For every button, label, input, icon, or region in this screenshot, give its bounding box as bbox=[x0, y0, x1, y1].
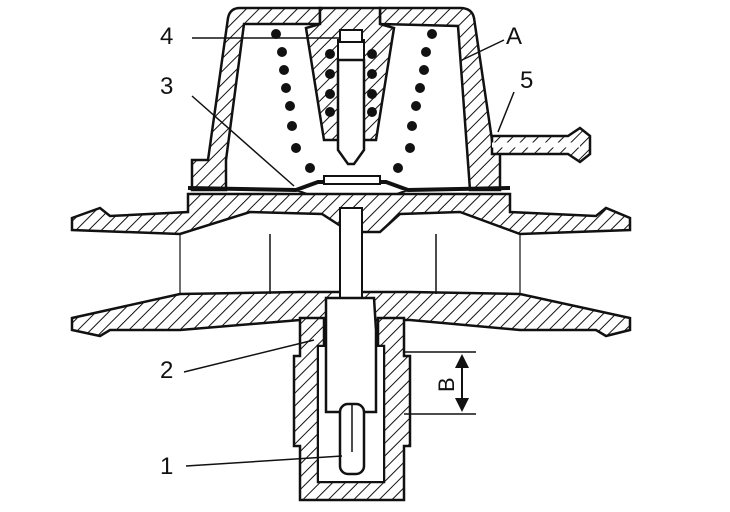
outer-spring bbox=[271, 29, 437, 173]
leader-lines bbox=[183, 37, 515, 467]
inner-spring bbox=[325, 49, 377, 117]
label-3: 3 bbox=[160, 73, 173, 100]
push-rod bbox=[339, 207, 363, 299]
adjusting-screw bbox=[338, 402, 366, 476]
vacuum-nozzle bbox=[490, 126, 592, 164]
needle-plunger bbox=[324, 296, 378, 414]
label-1: 1 bbox=[160, 453, 173, 480]
label-4: 4 bbox=[160, 23, 173, 50]
label-a: A bbox=[506, 23, 522, 50]
label-5: 5 bbox=[520, 67, 533, 94]
plunger-stem bbox=[336, 29, 366, 166]
dimension-b bbox=[404, 351, 476, 415]
label-2: 2 bbox=[160, 357, 173, 384]
label-b: B bbox=[434, 377, 459, 392]
